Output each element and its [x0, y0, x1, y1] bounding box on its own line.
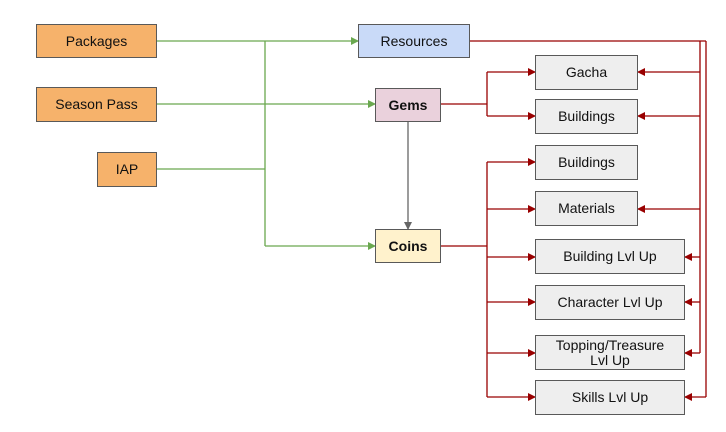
node-label: Packages: [65, 32, 128, 49]
node-buildings-gems: Buildings: [535, 99, 638, 134]
node-label: Resources: [380, 32, 448, 49]
node-label: Building Lvl Up: [563, 248, 657, 265]
node-packages: Packages: [36, 24, 157, 58]
node-character-lvl-up: Character Lvl Up: [535, 285, 685, 320]
node-resources: Resources: [358, 24, 470, 58]
node-iap: IAP: [97, 152, 157, 187]
node-label: Materials: [558, 200, 615, 217]
node-season-pass: Season Pass: [36, 87, 157, 122]
node-label: Skills Lvl Up: [571, 389, 649, 406]
node-materials: Materials: [535, 191, 638, 226]
node-building-lvl-up: Building Lvl Up: [535, 239, 685, 274]
node-label: IAP: [115, 161, 139, 178]
node-buildings-coins: Buildings: [535, 145, 638, 180]
node-label: Buildings: [558, 108, 615, 125]
node-label: Gems: [388, 96, 428, 113]
node-label: Gacha: [565, 64, 608, 81]
node-topping-treasure-lvl-up: Topping/Treasure Lvl Up: [535, 335, 685, 370]
node-skills-lvl-up: Skills Lvl Up: [535, 380, 685, 415]
node-gems: Gems: [375, 88, 441, 122]
node-label: Character Lvl Up: [557, 294, 663, 311]
node-label: Coins: [388, 237, 428, 254]
node-label: Buildings: [558, 154, 615, 171]
node-label: Topping/Treasure Lvl Up: [555, 336, 665, 368]
node-coins: Coins: [375, 229, 441, 263]
node-label: Season Pass: [55, 96, 138, 113]
node-gacha: Gacha: [535, 55, 638, 90]
